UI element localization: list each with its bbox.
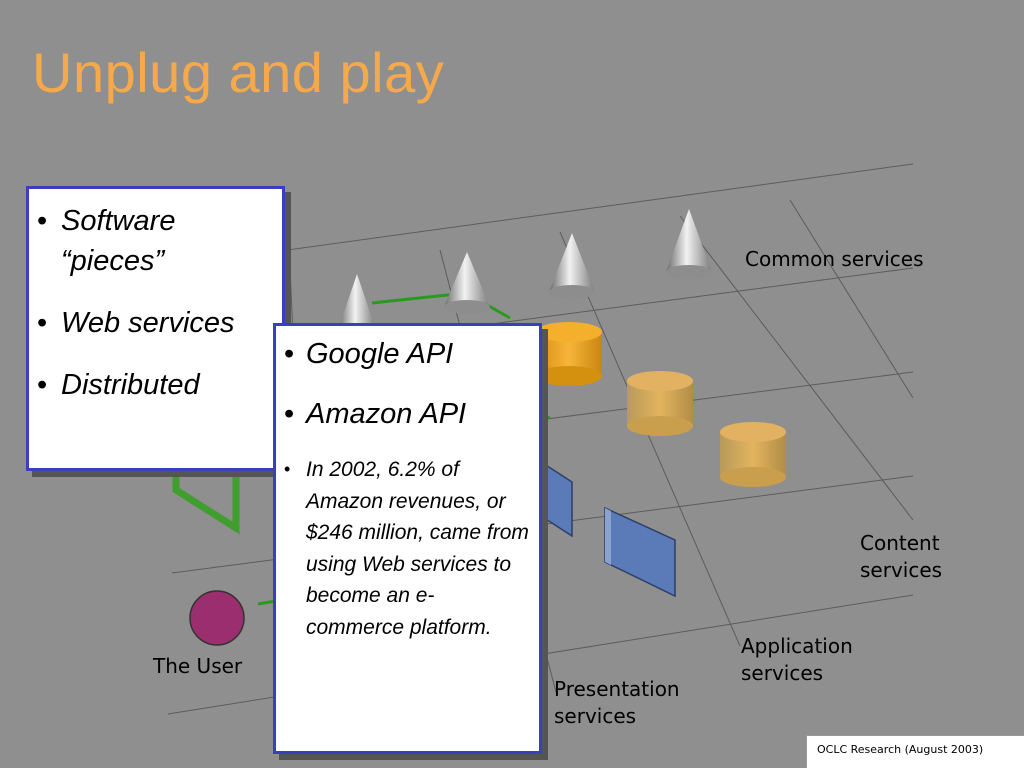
cylinder-icon: [720, 422, 786, 487]
bullet-icon: •: [37, 307, 48, 339]
cylinder-icon: [627, 371, 693, 436]
list-item: •In 2002, 6.2% of Amazon revenues, or $2…: [284, 454, 539, 643]
grid-line: [559, 231, 741, 647]
label-the-user: The User: [153, 654, 243, 678]
examples-panel: •Google API •Amazon API •In 2002, 6.2% o…: [273, 323, 542, 754]
examples-list: •Google API •Amazon API •In 2002, 6.2% o…: [276, 326, 539, 643]
concepts-list: •Software “pieces” •Web services •Distri…: [29, 189, 282, 405]
page-title: Unplug and play: [32, 41, 445, 104]
bullet-icon: •: [37, 205, 48, 237]
list-item: •Google API: [284, 334, 539, 374]
grid-line: [679, 215, 914, 521]
concepts-panel: •Software “pieces” •Web services •Distri…: [26, 186, 285, 471]
label-application-services: Application services: [741, 634, 853, 685]
grid-line: [199, 163, 914, 263]
cylinder-icon: [536, 322, 602, 386]
bullet-icon: •: [284, 338, 295, 370]
bullet-icon: •: [284, 459, 291, 479]
bullet-icon: •: [37, 369, 48, 401]
grid-line: [789, 199, 914, 399]
pane-icon: [604, 506, 676, 598]
footer-credit: OCLC Research (August 2003): [806, 735, 1024, 768]
connector-line: [172, 470, 240, 535]
label-content-services: Content services: [860, 531, 943, 582]
cone-icon: [549, 233, 595, 299]
label-presentation-services: Presentation services: [554, 677, 680, 728]
user-circle-icon: [189, 590, 245, 646]
cone-icon: [666, 209, 712, 279]
list-item: •Distributed: [37, 365, 282, 405]
list-item: •Web services: [37, 303, 282, 343]
list-item: •Software “pieces”: [37, 201, 282, 281]
bullet-icon: •: [284, 398, 295, 430]
cone-icon: [444, 252, 490, 314]
list-item: •Amazon API: [284, 394, 539, 434]
label-common-services: Common services: [745, 247, 924, 271]
